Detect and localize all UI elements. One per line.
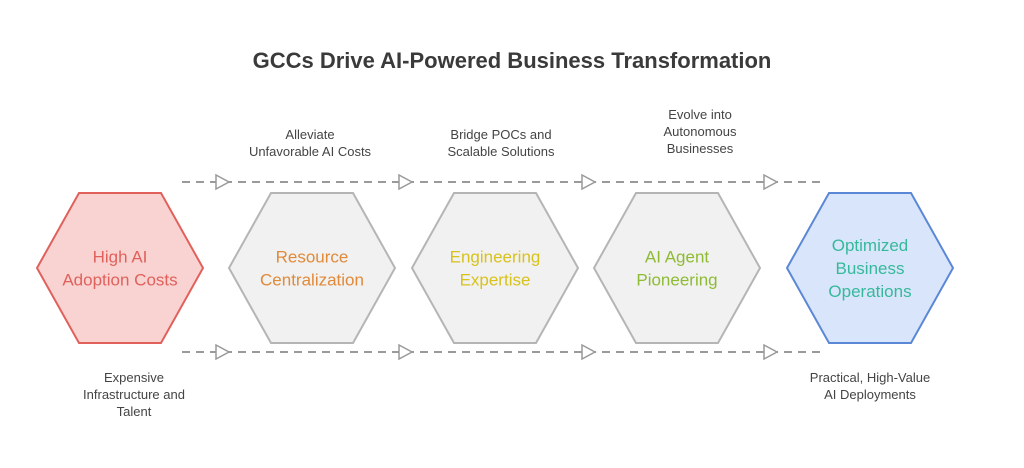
hexagon-node-5 bbox=[785, 192, 955, 344]
diagram-title: GCCs Drive AI-Powered Business Transform… bbox=[252, 48, 772, 73]
caption-alleviate-costs: Alleviate Unfavorable AI Costs bbox=[248, 127, 372, 159]
caption-expensive-infrastructure: Expensive Infrastructure and Talent bbox=[83, 370, 185, 419]
arrowhead-bottom-2 bbox=[398, 343, 414, 361]
hexagon-label-line: Pioneering bbox=[636, 271, 717, 290]
hexagon-label-line: Business bbox=[836, 259, 905, 278]
hexagon-node-3 bbox=[410, 192, 580, 344]
hexagon-label-line: Operations bbox=[828, 282, 911, 301]
hexagon-label-line: Engineering bbox=[450, 248, 541, 267]
arrowhead-top-4 bbox=[763, 173, 779, 191]
hexagon-label-line: Resource bbox=[276, 248, 349, 267]
hexagon-label-line: Centralization bbox=[260, 271, 364, 290]
hexagon-label-line: Adoption Costs bbox=[62, 271, 177, 290]
hexagon-node-1 bbox=[35, 192, 205, 344]
hexagon-label-line: High AI bbox=[93, 248, 148, 267]
caption-bridge-pocs: Bridge POCs and Scalable Solutions bbox=[447, 127, 555, 159]
arrowhead-top-1 bbox=[215, 173, 231, 191]
arrowhead-top-2 bbox=[398, 173, 414, 191]
hexagon-label-line: AI Agent bbox=[645, 248, 710, 267]
hexagon-label-line: Expertise bbox=[460, 271, 531, 290]
arrowhead-bottom-1 bbox=[215, 343, 231, 361]
hexagon-node-4 bbox=[592, 192, 762, 344]
hexagon-label-1: High AI Adoption Costs bbox=[62, 248, 177, 290]
caption-practical-deployments: Practical, High-Value AI Deployments bbox=[809, 370, 931, 402]
caption-evolve-autonomous: Evolve into Autonomous Businesses bbox=[663, 107, 737, 156]
arrowhead-bottom-4 bbox=[763, 343, 779, 361]
arrowhead-top-3 bbox=[581, 173, 597, 191]
arrowhead-bottom-3 bbox=[581, 343, 597, 361]
hexagon-label-line: Optimized bbox=[832, 236, 909, 255]
hexagon-node-2 bbox=[227, 192, 397, 344]
